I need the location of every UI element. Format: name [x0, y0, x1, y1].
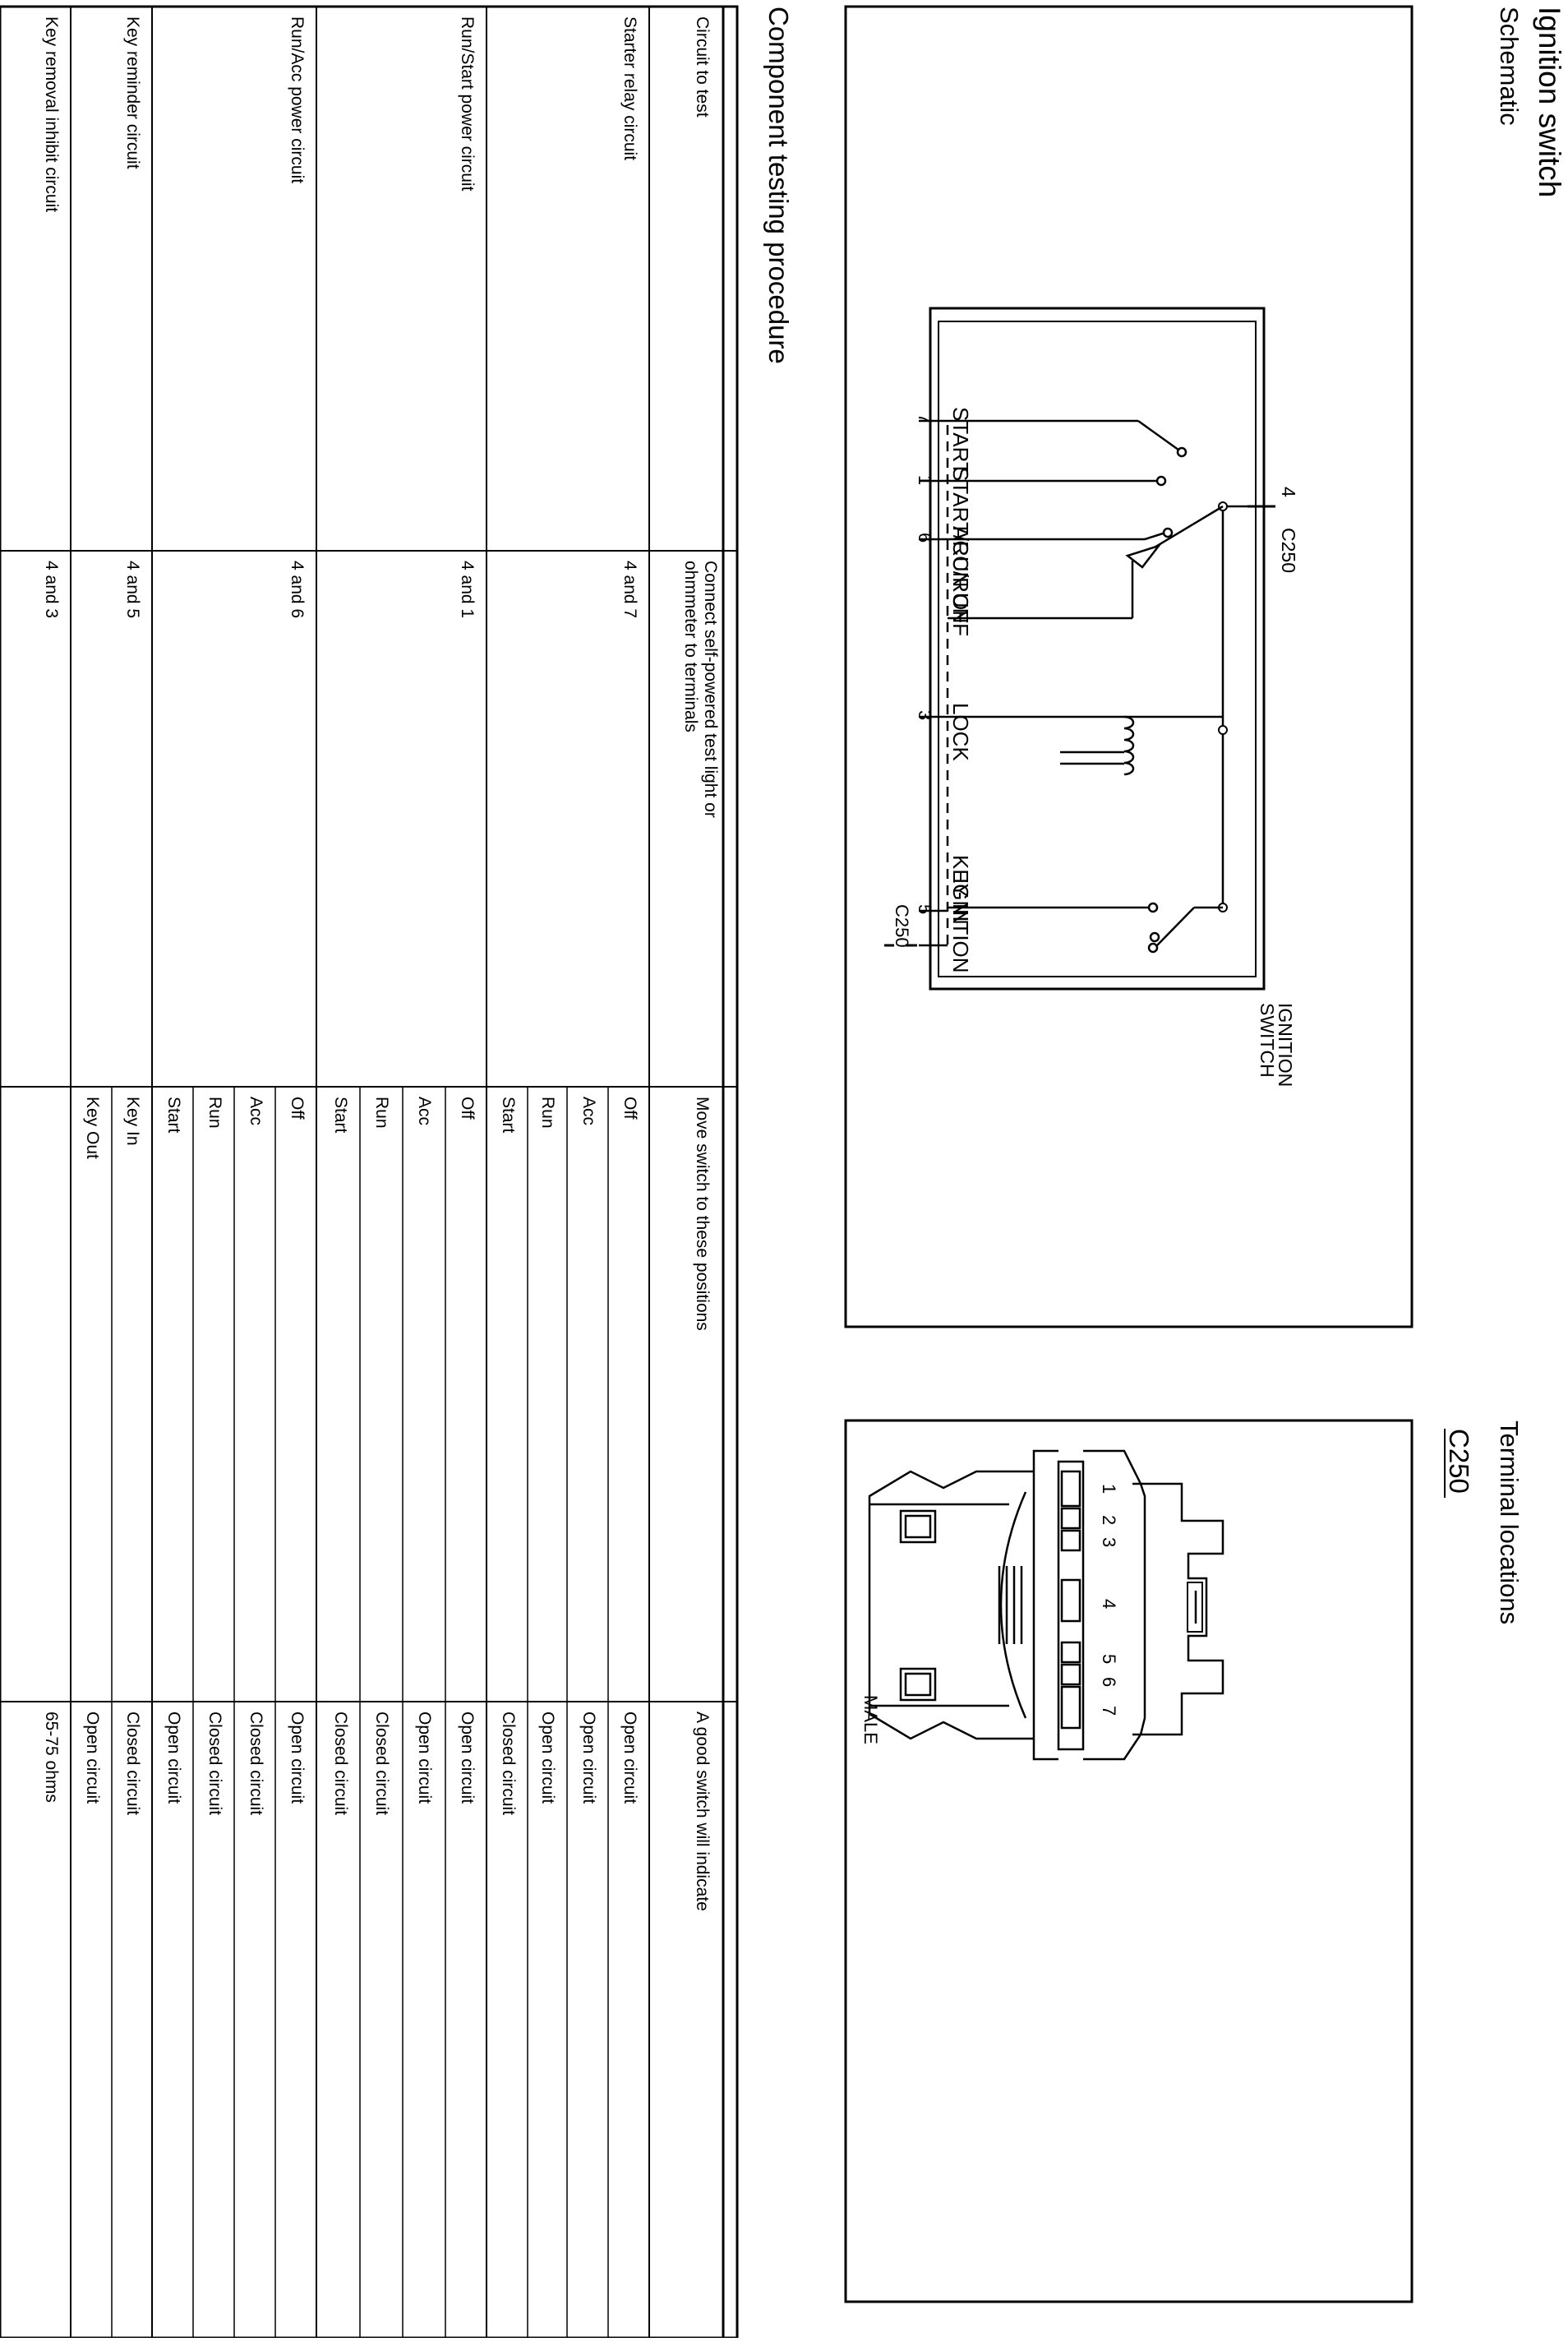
schematic-frame [844, 5, 1414, 1328]
circuit-name: Key removal inhibit circuit [42, 16, 61, 212]
terminal-pair: 4 and 7 [620, 561, 639, 618]
table-group-key-removal: Key removal inhibit circuit 4 and 3 65-7… [42, 16, 61, 1803]
terminal-pin-2: 2 [1099, 1515, 1119, 1525]
label-start-run: START/RUN [948, 467, 973, 587]
result-cell: Closed circuit [123, 1711, 142, 1815]
pin-5-number: 5 [915, 904, 935, 914]
circuit-name: Run/Start power circuit [458, 16, 477, 192]
component-testing-heading: Component testing procedure [763, 7, 794, 364]
connector-top-label: C250 [1278, 528, 1299, 573]
connector-housing [868, 1449, 1146, 1761]
position-wires [948, 419, 1224, 620]
terminal-locations-heading: Terminal locations [1495, 1420, 1524, 1624]
position-cell: Run [372, 1097, 391, 1129]
table-outline [0, 5, 739, 2340]
terminal-pin-4: 4 [1099, 1599, 1119, 1609]
result-cell: Open circuit [538, 1711, 557, 1804]
terminal-locations-panel: C250 1 2 3 4 5 6 7 [844, 1419, 1474, 2303]
result-cell: Open circuit [164, 1711, 183, 1804]
schematic-panel: 4 C250 7 1 6 3 5 C250 [844, 5, 1414, 1328]
table-group-run-start: Run/Start power circuit 4 and 1 Off Open… [331, 16, 477, 1815]
page-title: Ignition switch [1533, 7, 1566, 197]
ignition-switch-label-line1: IGNITION [1275, 1003, 1296, 1087]
ignition-switch-inner [938, 321, 1257, 977]
label-ignition: IGNITION [948, 878, 973, 973]
common-bus: 4 C250 [1218, 487, 1299, 912]
pin-6-number: 6 [915, 533, 935, 543]
connector-bottom-label: C250 [892, 904, 912, 948]
position-cell: Acc [247, 1097, 265, 1125]
circuit-name: Starter relay circuit [620, 16, 639, 160]
result-cell: Closed circuit [331, 1711, 350, 1815]
header-result: A good switch will indicate [693, 1711, 712, 1911]
ignition-switch-label-line2: SWITCH [1257, 1003, 1278, 1078]
position-cell: Off [288, 1097, 307, 1120]
circuit-name: Run/Acc power circuit [288, 16, 307, 183]
pin-leads [884, 419, 948, 947]
terminal-pin-3: 3 [1099, 1537, 1119, 1547]
pin-3-number: 3 [915, 710, 935, 720]
position-cell: Off [458, 1097, 477, 1120]
header-connect-line2: ohmmeter to terminals [681, 561, 700, 732]
result-cell: Closed circuit [499, 1711, 518, 1815]
result-cell: Open circuit [288, 1711, 307, 1804]
testing-table [0, 5, 739, 2340]
table-group-starter-relay: Starter relay circuit 4 and 7 Off Open c… [499, 16, 639, 1815]
position-cell: Off [620, 1097, 639, 1120]
position-cell: Acc [579, 1097, 598, 1125]
ignition-switch-outline [929, 307, 1266, 991]
schematic-heading: Schematic [1495, 7, 1524, 126]
label-lock: LOCK [948, 703, 973, 761]
label-key-in: KEY IN [948, 855, 973, 925]
pin-4-label: 4 [1278, 487, 1299, 497]
position-cell: Run [538, 1097, 557, 1129]
result-cell: Closed circuit [205, 1711, 224, 1815]
position-cell: Key Out [83, 1097, 102, 1159]
result-cell: Closed circuit [247, 1711, 265, 1815]
connector-gender-label: MALE [860, 1695, 881, 1744]
result-cell: Closed circuit [372, 1711, 391, 1815]
label-off: OFF [948, 594, 973, 636]
table-group-key-reminder: Key reminder circuit 4 and 5 Key In Clos… [83, 16, 142, 1815]
position-cell: Start [164, 1097, 183, 1134]
pin-7-number: 7 [915, 413, 935, 423]
position-cell: Start [499, 1097, 518, 1134]
result-cell: Open circuit [458, 1711, 477, 1804]
header-move: Move switch to these positions [693, 1097, 712, 1331]
terminal-pair: 4 and 6 [288, 561, 307, 618]
terminal-pair: 4 and 5 [123, 561, 142, 618]
terminal-pair: 4 and 1 [458, 561, 477, 618]
position-cell: Start [331, 1097, 350, 1134]
result-cell: Open circuit [415, 1711, 434, 1804]
connector-id: C250 [1444, 1429, 1474, 1494]
terminal-pair: 4 and 3 [42, 561, 61, 618]
position-cell: Acc [415, 1097, 434, 1125]
position-cell: Run [205, 1097, 224, 1129]
circuit-name: Key reminder circuit [123, 16, 142, 169]
header-connect-line1: Connect self-powered test light or [701, 561, 720, 818]
result-cell: Open circuit [83, 1711, 102, 1804]
result-cell: Open circuit [579, 1711, 598, 1804]
terminal-pin-7: 7 [1099, 1706, 1119, 1716]
position-cell: Key In [123, 1097, 142, 1146]
key-in-switch [948, 902, 1223, 954]
terminal-pin-5: 5 [1099, 1654, 1119, 1664]
label-start: START [948, 407, 973, 475]
table-group-run-acc: Run/Acc power circuit 4 and 6 Off Open c… [164, 16, 307, 1815]
terminal-pin-6: 6 [1099, 1677, 1119, 1687]
lock-solenoid [948, 715, 1223, 776]
pin-1-number: 1 [915, 475, 935, 485]
result-cell: Open circuit [620, 1711, 639, 1804]
terminal-pin-1: 1 [1099, 1484, 1119, 1494]
label-acc-run: ACC/RUN [948, 526, 973, 623]
connector-latch [1132, 1482, 1224, 1736]
header-circuit: Circuit to test [693, 16, 712, 118]
terminal-frame [844, 1419, 1414, 2303]
result-cell: 65-75 ohms [42, 1711, 61, 1803]
